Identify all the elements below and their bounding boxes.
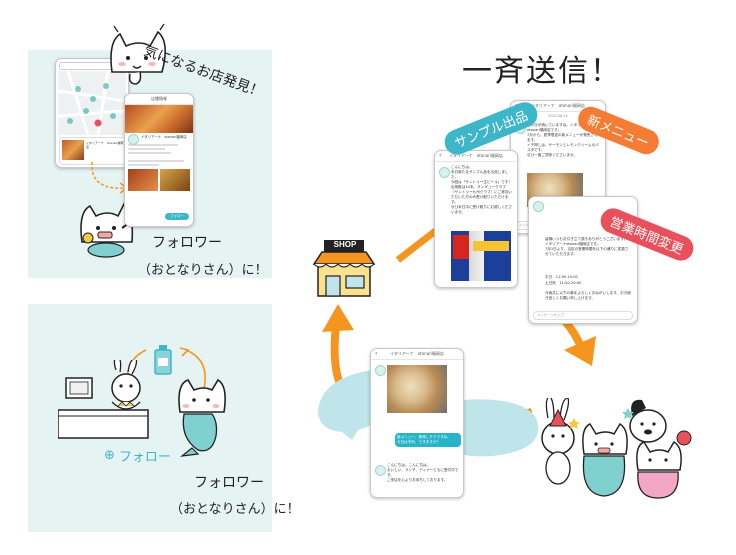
phone-hours-message: 皆様いつもお引き立て頂きありがとうございます。 イタリアーナotonari福岡店…: [545, 237, 629, 256]
shop-info-lines: [128, 144, 190, 166]
shop-gallery: [128, 169, 190, 191]
map-shop-thumb: [62, 140, 84, 160]
follow-button[interactable]: フォロー: [165, 213, 189, 220]
follow-add-icon: ⊕: [104, 448, 115, 463]
beer-can-photo: [451, 231, 511, 281]
map-pin: [103, 83, 109, 89]
back-arrow-icon[interactable]: ‹: [439, 152, 442, 159]
shop-avatar: [128, 134, 139, 145]
map-roads: [57, 70, 127, 136]
detergent-bottle-icon: [154, 345, 172, 375]
gallery-photo: [128, 169, 158, 191]
top-follower-sub: （おとなりさん）に！: [138, 263, 268, 278]
gallery-photo: [160, 169, 190, 191]
phone-sample-header: ‹イタリアーナ otonari福岡店: [435, 151, 517, 162]
phone-menu-date: 2022.06.14: [548, 114, 568, 118]
top-follower-label: フォロワー: [152, 235, 222, 251]
phone-chat-user-bubble: 新メニュー、美味しそうですね。 今日は予約、できますか？: [395, 433, 461, 447]
map-pin: [83, 108, 89, 114]
map-card-title: イタリアーナ otonari福岡店: [86, 141, 124, 149]
map-pin: [110, 113, 116, 119]
map-pin: [75, 86, 81, 92]
phone-menu-message: 暑い日が続いていますね。イタリアーナotonari福岡店です。 7月から、夏季限…: [527, 123, 599, 157]
phone-chat-avatar: [375, 365, 386, 376]
phone-sample-message: こんにちは。 本日新たなサンプル品を出品しました。 今回は「サントリー生ビール」…: [451, 165, 513, 214]
phone-hours-weekday: 平日 11:00-15:00: [545, 275, 578, 279]
follow-label: フォロー: [118, 450, 171, 465]
map-shop-card[interactable]: イタリアーナ otonari福岡店: [59, 137, 127, 165]
shop-building-icon: [312, 240, 376, 297]
follow-label-group: ⊕ フォロー: [104, 446, 171, 465]
phone-chat-avatar-2: [375, 465, 386, 476]
map-phone-mockup: イタリアーナ otonari福岡店: [55, 58, 129, 168]
map-pin: [90, 96, 96, 102]
phone-chat-header: ‹イタリアーナ otonari福岡店: [371, 349, 463, 360]
map-pin-selected: [94, 119, 102, 127]
map-view: [57, 70, 127, 136]
phone-sample-avatar: [439, 167, 450, 178]
phone-hours-avatar: [533, 201, 544, 212]
mermaid-cat-illustration: [178, 378, 226, 457]
phone-hours-input[interactable]: メッセージを入力: [533, 311, 633, 320]
phone-chat-reply: こんにちは。こんにちは。 おいしい、ランチ、ディナーともに受付中です。 ご来店を…: [387, 463, 459, 482]
map-pin: [67, 118, 73, 124]
phone-hours-weekend: 土日祝 11:00-20:00: [545, 281, 582, 285]
bottom-follower-label: フォロワー: [194, 475, 264, 491]
phone-chat-photo: [387, 365, 447, 413]
shop-cover-photo: [125, 105, 193, 133]
phone-customer-chat: ‹イタリアーナ otonari福岡店 新メニュー、美味しそうですね。 今日は予約…: [370, 348, 464, 498]
shop-phone-mockup: 店舗情報 イタリアーナ otonari福岡店 フォロー: [124, 93, 194, 227]
shop-phone-header: 店舗情報: [125, 94, 193, 105]
character-group-illustration: [541, 398, 692, 499]
phone-hours-closing: 今後共に以下の事をよろしくおねがいします。引き続き宜しくお願い申し上げます。: [545, 291, 631, 300]
shop-sign-text: SHOP: [333, 240, 357, 249]
phone-sample-listing: ‹イタリアーナ otonari福岡店 こんにちは。 本日新たなサンプル品を出品し…: [434, 150, 518, 288]
shop-name: イタリアーナ otonari福岡店: [141, 135, 187, 139]
back-arrow-icon[interactable]: ‹: [375, 350, 378, 357]
broadcast-headline: 一斉送信！: [462, 54, 622, 89]
bottom-follower-sub: （おとなりさん）に！: [170, 502, 300, 517]
shop-counter-illustration: [58, 360, 149, 439]
cat-peeking-illustration: [110, 23, 166, 85]
